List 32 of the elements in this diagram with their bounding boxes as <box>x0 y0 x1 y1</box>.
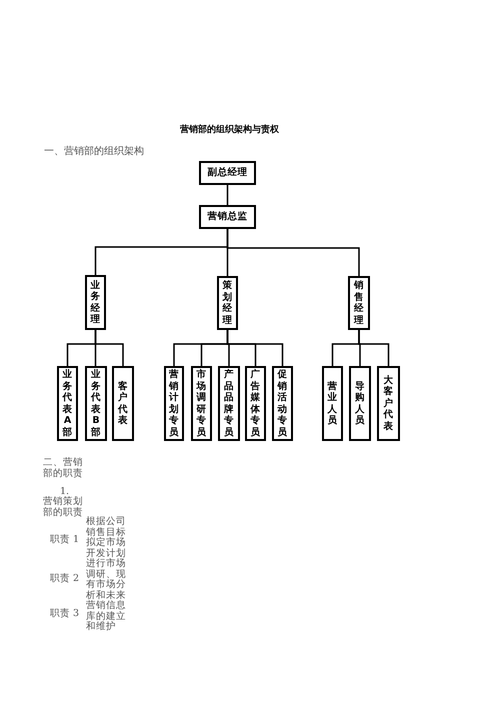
duty-description: 进行市场调研、现有市场分析和未来 <box>86 559 126 600</box>
position-box: 销售经理 <box>348 276 370 330</box>
section-heading: 一、营销部的组织架构 <box>44 146 144 158</box>
list-number: 1. <box>60 487 70 497</box>
position-box: 导购人员 <box>349 366 371 441</box>
connector-line <box>226 330 284 366</box>
position-box: 业务代表B部 <box>85 366 107 441</box>
duty-label: 职责 2 <box>50 574 80 584</box>
position-box: 产品品牌专员 <box>218 366 240 441</box>
position-box: 促销活动专员 <box>272 366 293 441</box>
position-box: 广告媒体专员 <box>245 366 266 441</box>
section-heading: 二、营销部的职责 <box>43 457 83 479</box>
position-box: 营销总监 <box>199 205 256 229</box>
duty-description: 根据公司销售目标拟定市场开发计划 <box>86 517 126 558</box>
position-box: 市场调研专员 <box>191 366 212 441</box>
position-box: 客户代表 <box>112 366 134 441</box>
position-box: 营业人员 <box>322 366 343 441</box>
position-box: 副总经理 <box>199 161 256 185</box>
position-box: 大客户代表 <box>377 366 400 441</box>
position-box: 营销计划专员 <box>164 366 184 441</box>
duty-label: 职责 1 <box>50 535 80 546</box>
position-box: 策划经理 <box>217 276 238 330</box>
duty-label: 职责 3 <box>50 609 80 620</box>
page-title: 营销部的组织架构与责权 <box>180 125 279 136</box>
connector-line <box>94 330 124 366</box>
position-box: 业务代表A部 <box>57 366 78 441</box>
connector-line <box>226 185 228 205</box>
connector-line <box>226 229 360 276</box>
subsection-heading: 营销策划部的职责 <box>43 497 83 518</box>
connector-line <box>358 330 390 366</box>
position-box: 业务经理 <box>85 275 106 330</box>
duty-description: 营销信息库的建立和维护 <box>86 601 126 632</box>
